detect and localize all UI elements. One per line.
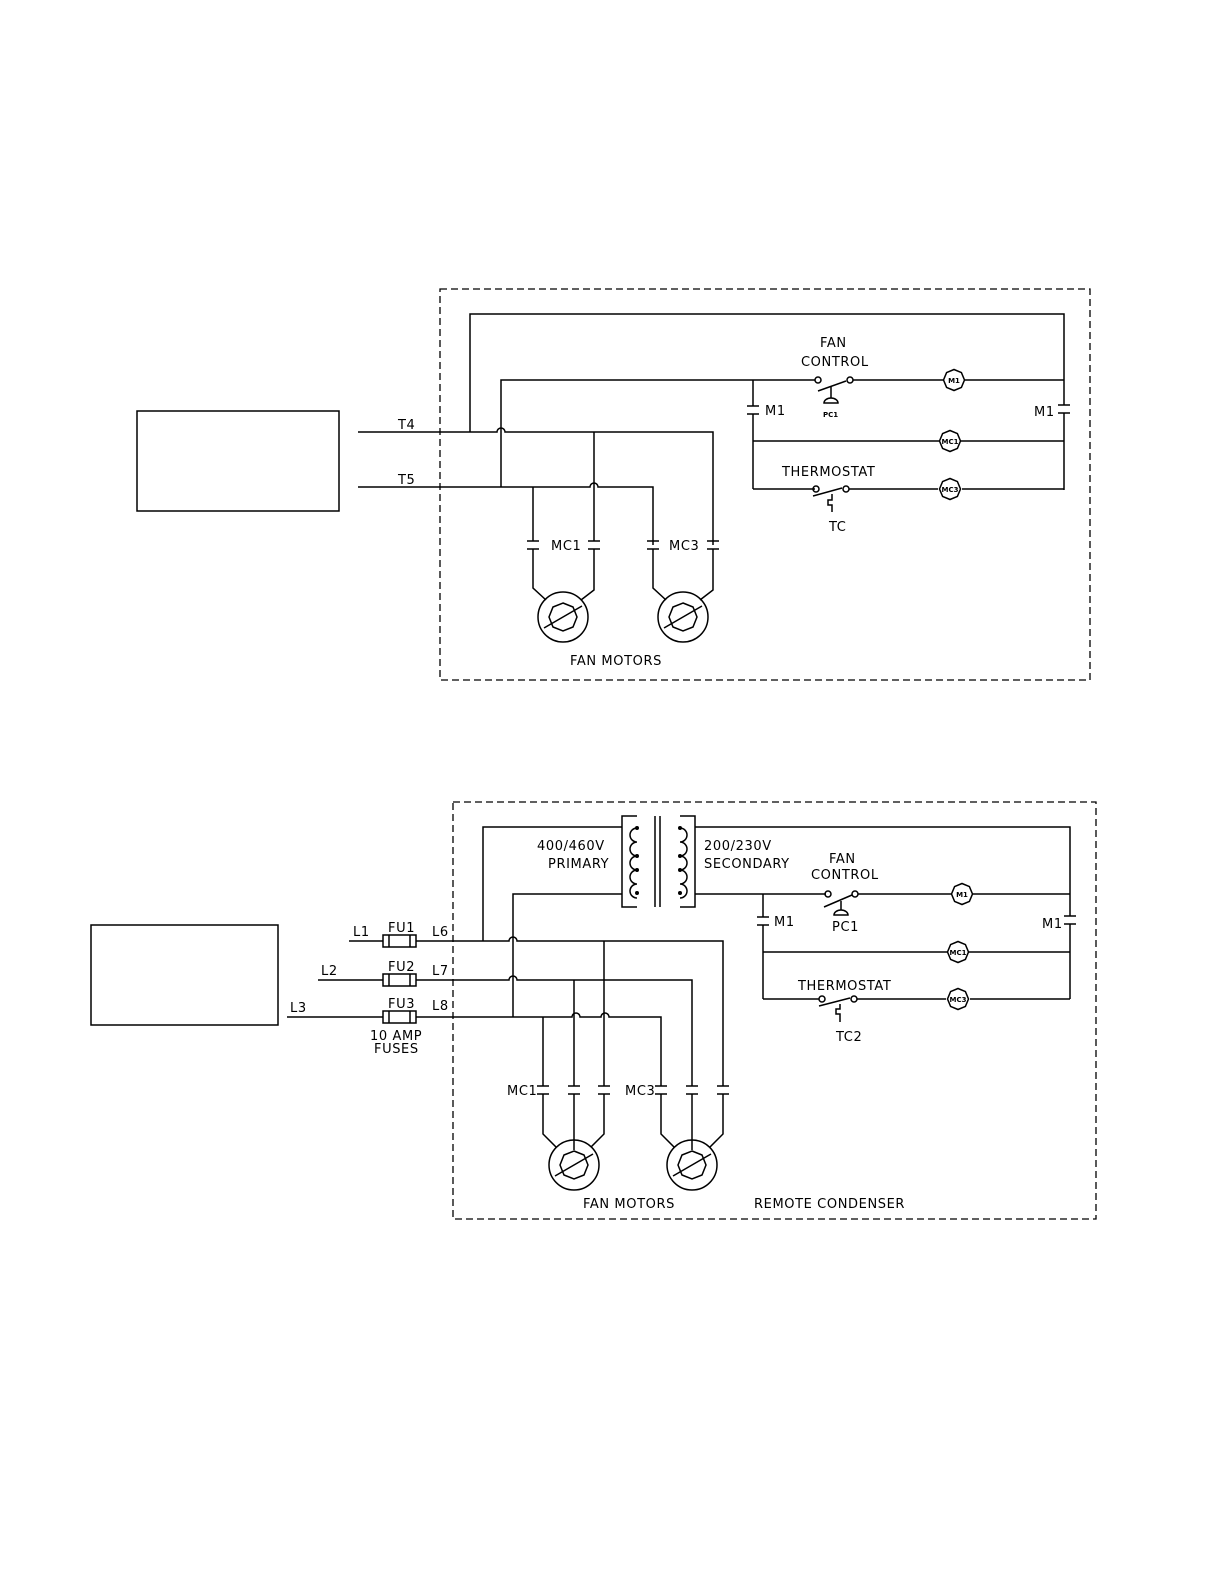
svg-text:MC3: MC3 — [942, 486, 959, 494]
mc3-branch-b — [700, 549, 713, 600]
coil-mc1: MC1 — [940, 431, 961, 452]
coil-m1: M1 — [944, 370, 965, 391]
m1-contact-left-2 — [757, 917, 769, 925]
mc1-branch-c-2 — [591, 941, 604, 1147]
label-t4: T4 — [397, 418, 415, 433]
pc1-label-2: PC1 — [832, 920, 859, 935]
tc-label: TC — [828, 520, 846, 535]
m1-contact-right-label-2: M1 — [1042, 917, 1063, 932]
label-l8: L8 — [432, 999, 449, 1014]
mc3-branch-a-2 — [661, 1094, 674, 1147]
thermostat-label-2: THERMOSTAT — [797, 979, 891, 994]
control-wire-left — [501, 380, 815, 487]
remote-condenser-label: REMOTE CONDENSER — [754, 1197, 905, 1212]
secondary-label: SECONDARY — [704, 857, 790, 872]
label-l7: L7 — [432, 964, 449, 979]
mc1-contact-label-2: MC1 — [507, 1084, 537, 1099]
mc3-contact-label-2: MC3 — [625, 1084, 655, 1099]
svg-text:MC1: MC1 — [950, 949, 967, 957]
pc1-label: PC1 — [823, 411, 838, 419]
mc3-branch-c-2 — [710, 1094, 723, 1147]
wire-l3 — [287, 1013, 661, 1086]
source-unit-box-1 — [137, 411, 339, 511]
coil-mc3-2: MC3 — [948, 989, 969, 1010]
svg-text:M1: M1 — [948, 377, 960, 385]
fan-motors-label-1: FAN MOTORS — [570, 654, 662, 669]
m1-contact-left-label: M1 — [765, 404, 786, 419]
secondary-voltage-label: 200/230V — [704, 839, 772, 854]
label-l2: L2 — [321, 964, 338, 979]
fu2-label: FU2 — [388, 960, 415, 975]
coil-m1-2: M1 — [952, 884, 973, 905]
fan-control-label-2-2: CONTROL — [811, 868, 879, 883]
fu3-label: FU3 — [388, 997, 415, 1012]
source-unit-box-2 — [91, 925, 278, 1025]
tc2-label: TC2 — [835, 1030, 862, 1045]
enclosure-1 — [440, 289, 1090, 680]
primary-label: PRIMARY — [548, 857, 609, 872]
m1-contact-right-label: M1 — [1034, 405, 1055, 420]
fan-control-label-1-2: FAN — [829, 852, 856, 867]
label-l1: L1 — [353, 925, 370, 940]
fan-motor-1 — [538, 592, 588, 642]
mc1-contacts-2 — [537, 1086, 610, 1094]
fan-control-switch-2 — [824, 891, 858, 915]
diagram-1: T4 T5 M1 M1 FAN CONTROL PC1 — [137, 289, 1090, 680]
coil-mc3: MC3 — [940, 479, 961, 500]
primary-voltage-label: 400/460V — [537, 839, 605, 854]
mc1-branch-a — [533, 487, 546, 600]
svg-text:MC3: MC3 — [950, 996, 967, 1004]
fu1-label: FU1 — [388, 921, 415, 936]
svg-text:M1: M1 — [956, 891, 968, 899]
m1-contact-left — [747, 406, 759, 414]
m1-contact-right — [1058, 405, 1070, 413]
mc1-branch-b — [581, 432, 594, 600]
label-l3: L3 — [290, 1001, 307, 1016]
fuse-rating-2: FUSES — [374, 1042, 419, 1057]
thermostat-switch — [813, 486, 849, 512]
fuse-fu2 — [383, 974, 416, 986]
fan-motor-2 — [658, 592, 708, 642]
thermostat-switch-2 — [819, 996, 857, 1022]
label-t5: T5 — [397, 473, 415, 488]
transformer — [622, 816, 695, 907]
fuse-fu3 — [383, 1011, 416, 1023]
thermostat-label: THERMOSTAT — [781, 465, 875, 480]
mc3-branch-a — [653, 549, 666, 600]
fan-control-label-1: FAN — [820, 336, 847, 351]
coil-mc1-2: MC1 — [948, 942, 969, 963]
mc3-contacts-2 — [655, 1086, 729, 1094]
diagram-2: L1 L2 L3 L6 L7 L8 FU1 FU2 FU3 10 AMP FUS… — [91, 802, 1096, 1219]
fan-control-label-2: CONTROL — [801, 355, 869, 370]
svg-text:MC1: MC1 — [942, 438, 959, 446]
label-l6: L6 — [432, 925, 449, 940]
mc1-contact-label: MC1 — [551, 539, 581, 554]
fan-control-switch — [815, 377, 853, 403]
mc1-branch-a-2 — [543, 1017, 556, 1147]
m1-contact-right-2 — [1064, 916, 1076, 924]
fuse-fu1 — [383, 935, 416, 947]
mc3-contact-label: MC3 — [669, 539, 699, 554]
fan-motors-label-2: FAN MOTORS — [583, 1197, 675, 1212]
m1-contact-left-label-2: M1 — [774, 915, 795, 930]
wire-t5 — [358, 483, 653, 545]
